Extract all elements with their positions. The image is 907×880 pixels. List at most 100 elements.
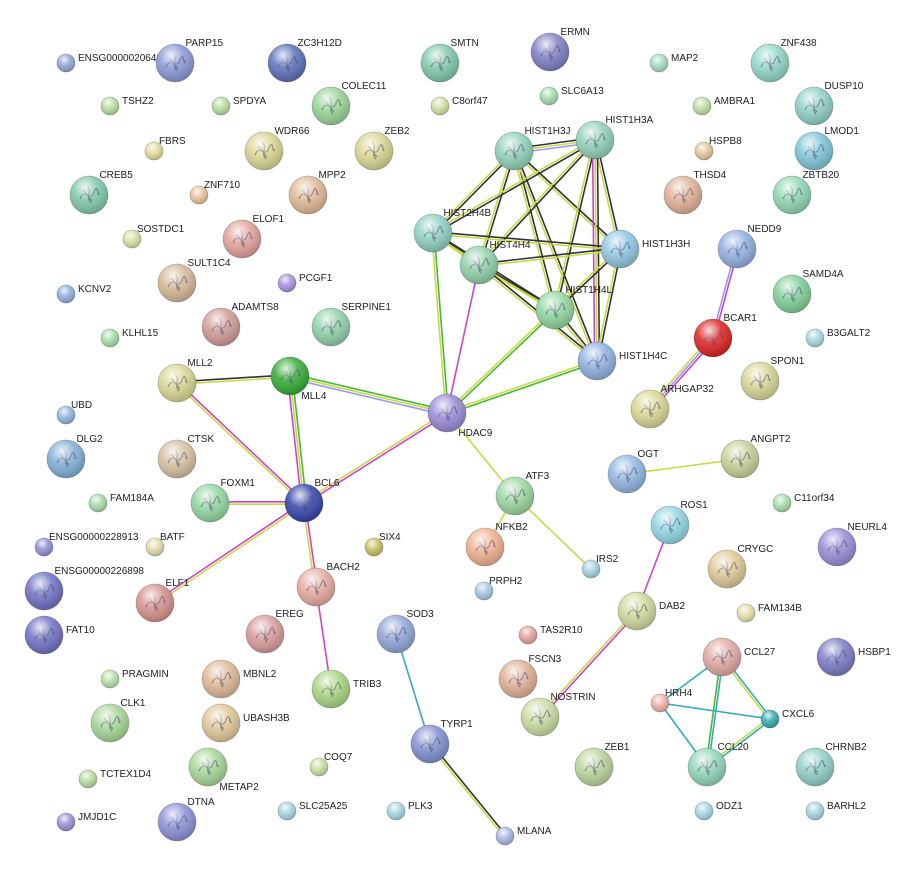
node-zbtb20[interactable]: ZBTB20	[772, 170, 840, 215]
node-hist1h3a[interactable]: HIST1H3A	[575, 115, 654, 160]
node-nostrin[interactable]: NOSTRIN	[520, 692, 595, 737]
node-neurl4[interactable]: NEURL4	[817, 522, 887, 567]
node-prph2[interactable]: PRPH2	[474, 576, 523, 601]
node-tshz2[interactable]: TSHZ2	[100, 96, 154, 116]
node-clk1[interactable]: CLK1	[90, 698, 146, 743]
node-slc25a25[interactable]: SLC25A25	[277, 801, 348, 821]
node-irs2[interactable]: IRS2	[581, 554, 619, 579]
node-map2[interactable]: MAP2	[649, 53, 699, 73]
node-hist1h4l[interactable]: HIST1H4L	[535, 285, 613, 330]
node-elof1[interactable]: ELOF1	[222, 214, 285, 259]
node-sod3[interactable]: SOD3	[376, 609, 434, 654]
node-hist1h4c[interactable]: HIST1H4C	[577, 341, 667, 381]
node-barhl2[interactable]: BARHL2	[805, 801, 866, 821]
node-ermn[interactable]: ERMN	[530, 27, 590, 72]
node-atf3[interactable]: ATF3	[495, 471, 550, 516]
node-dab2[interactable]: DAB2	[617, 591, 686, 631]
node-mll2[interactable]: MLL2	[157, 358, 213, 403]
node-fscn3[interactable]: FSCN3	[498, 654, 562, 699]
node-samd4a[interactable]: SAMD4A	[772, 269, 844, 314]
node-ros1[interactable]: ROS1	[650, 500, 708, 545]
node-zc3h12d[interactable]: ZC3H12D	[267, 38, 342, 83]
node-pcgf1[interactable]: PCGF1	[277, 273, 333, 293]
node-dtna[interactable]: DTNA	[157, 797, 215, 842]
node-sult1c4[interactable]: SULT1C4	[157, 258, 231, 303]
node-parp15[interactable]: PARP15	[155, 38, 224, 83]
node-ensg00000226898[interactable]: ENSG00000226898	[24, 566, 144, 611]
node-thsd4[interactable]: THSD4	[663, 170, 727, 215]
node-ccl20[interactable]: CCL20	[687, 742, 749, 787]
node-six4[interactable]: SIX4	[364, 532, 401, 557]
node-creb5[interactable]: CREB5	[69, 170, 133, 215]
node-ereg[interactable]: EREG	[245, 609, 304, 654]
node-hist2h4b[interactable]: HIST2H4B	[413, 208, 492, 253]
node-mlana[interactable]: MLANA	[495, 826, 552, 846]
node-adamts8[interactable]: ADAMTS8	[201, 302, 279, 347]
node-jmjd1c[interactable]: JMJD1C	[56, 812, 116, 832]
node-smtn[interactable]: SMTN	[420, 38, 479, 83]
node-spon1[interactable]: SPON1	[740, 356, 805, 401]
node-nedd9[interactable]: NEDD9	[717, 224, 782, 269]
node-arhgap32[interactable]: ARHGAP32	[630, 384, 714, 429]
node-zeb1[interactable]: ZEB1	[574, 742, 630, 787]
node-ambra1[interactable]: AMBRA1	[692, 96, 756, 116]
node-sostdc1[interactable]: SOSTDC1	[122, 224, 185, 249]
node-tyrp1[interactable]: TYRP1	[410, 719, 473, 764]
node-chrnb2[interactable]: CHRNB2	[795, 742, 867, 787]
node-angpt2[interactable]: ANGPT2	[720, 434, 791, 479]
node-hrh4[interactable]: HRH4	[650, 688, 693, 713]
node-wdr66[interactable]: WDR66	[244, 126, 310, 171]
node-odz1[interactable]: ODZ1	[694, 801, 743, 821]
node-bcl6[interactable]: BCL6	[284, 478, 340, 523]
node-cxcl6[interactable]: CXCL6	[760, 709, 815, 729]
node-colec11[interactable]: COLEC11	[311, 81, 387, 126]
node-hist1h3h[interactable]: HIST1H3H	[600, 229, 690, 269]
node-spdya[interactable]: SPDYA	[211, 96, 266, 116]
node-kcnv2[interactable]: KCNV2	[56, 284, 112, 304]
node-klhl15[interactable]: KLHL15	[100, 328, 159, 348]
node-ensg00000228913[interactable]: ENSG00000228913	[34, 532, 139, 557]
node-lmod1[interactable]: LMOD1	[794, 126, 859, 171]
node-serpine1[interactable]: SERPINE1	[311, 302, 391, 347]
node-dusp10[interactable]: DUSP10	[794, 81, 864, 126]
node-c11orf34[interactable]: C11orf34	[772, 493, 835, 513]
node-znf438[interactable]: ZNF438	[750, 38, 817, 83]
node-metap2[interactable]: METAP2	[188, 747, 259, 793]
node-mpp2[interactable]: MPP2	[288, 170, 346, 215]
node-bach2[interactable]: BACH2	[296, 562, 360, 607]
node-ogt[interactable]: OGT	[607, 449, 659, 494]
node-crygc[interactable]: CRYGC	[707, 544, 773, 589]
node-slc6a13[interactable]: SLC6A13	[539, 86, 604, 106]
node-mll4[interactable]: MLL4	[270, 356, 327, 402]
node-fam184a[interactable]: FAM184A	[88, 493, 154, 513]
node-ubash3b[interactable]: UBASH3B	[201, 703, 290, 743]
node-batf[interactable]: BATF	[145, 532, 185, 557]
node-hsbp1[interactable]: HSBP1	[816, 637, 891, 677]
node-ctsk[interactable]: CTSK	[157, 434, 214, 479]
node-fam134b[interactable]: FAM134B	[736, 603, 802, 623]
node-elf1[interactable]: ELF1	[135, 578, 190, 623]
node-coq7[interactable]: COQ7	[309, 752, 353, 777]
node-pragmin[interactable]: PRAGMIN	[100, 669, 169, 689]
node-fat10[interactable]: FAT10	[24, 615, 95, 655]
node-tas2r10[interactable]: TAS2R10	[518, 625, 583, 645]
node-mbnl2[interactable]: MBNL2	[201, 659, 277, 699]
node-plk3[interactable]: PLK3	[386, 801, 433, 821]
node-b3galt2[interactable]: B3GALT2	[805, 328, 871, 348]
node-tctex1d4[interactable]: TCTEX1D4	[78, 769, 152, 789]
node-fbrs[interactable]: FBRS	[144, 136, 186, 161]
node-bcar1[interactable]: BCAR1	[693, 313, 757, 358]
node-hist4h4[interactable]: HIST4H4	[459, 240, 531, 285]
node-ccl27[interactable]: CCL27	[702, 637, 776, 677]
node-c8orf47[interactable]: C8orf47	[430, 96, 488, 116]
node-trib3[interactable]: TRIB3	[311, 669, 382, 709]
node-ubd[interactable]: UBD	[56, 400, 92, 425]
node-nfkb2[interactable]: NFKB2	[465, 522, 528, 567]
node-hist1h3j[interactable]: HIST1H3J	[494, 126, 571, 171]
node-znf710[interactable]: ZNF710	[189, 180, 241, 205]
node-foxm1[interactable]: FOXM1	[190, 478, 255, 523]
node-hspb8[interactable]: HSPB8	[694, 136, 742, 161]
node-zeb2[interactable]: ZEB2	[354, 126, 410, 171]
node-ensg00000206468[interactable]: ENSG00000206468	[56, 53, 168, 73]
node-dlg2[interactable]: DLG2	[46, 434, 103, 479]
